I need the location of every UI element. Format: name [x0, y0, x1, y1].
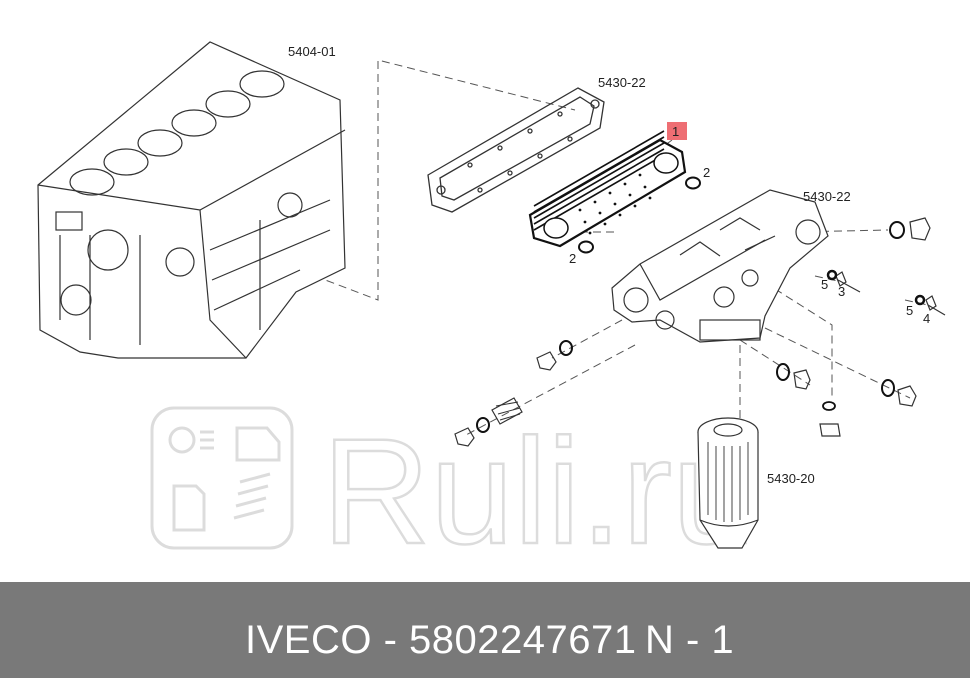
- seal-ring-c: [881, 379, 895, 397]
- oil-filter: [697, 417, 759, 549]
- item-5-label-b: 5: [906, 303, 913, 318]
- plug-a: [909, 217, 931, 241]
- plug-c: [897, 385, 917, 407]
- plug-f: [454, 427, 475, 447]
- footer-bar: IVECO - 5802247671 N - 1: [0, 582, 970, 678]
- exploded-parts-diagram: Ruli.ru: [37, 41, 946, 576]
- label-5430-22-top: 5430-22: [598, 75, 646, 90]
- quantity-text: N - 1: [645, 618, 735, 662]
- diagram-page: Ruli.ru: [0, 41, 970, 678]
- left-fittings: [454, 340, 573, 447]
- plug-e: [536, 351, 557, 371]
- label-5430-20: 5430-20: [767, 471, 815, 486]
- engine-block: [37, 41, 346, 359]
- part-number-text: IVECO - 5802247671: [245, 618, 637, 662]
- watermark: Ruli.ru: [150, 406, 757, 576]
- right-fittings: [776, 217, 946, 437]
- label-5430-22-right: 5430-22: [803, 189, 851, 204]
- oil-cooler: [528, 130, 687, 248]
- leader-lines: [277, 59, 929, 437]
- seal-ring-b: [776, 363, 790, 381]
- item-2-label-upper: 2: [703, 165, 710, 180]
- item-1-highlight: [667, 122, 687, 140]
- bolt-3: [835, 271, 861, 293]
- car-parts-icon: [168, 426, 281, 532]
- item-5-label-a: 5: [821, 277, 828, 292]
- seal-ring-e: [559, 340, 573, 356]
- item-2-label-lower: 2: [569, 251, 576, 266]
- washer-d: [822, 401, 836, 411]
- seal-ring-f: [476, 417, 490, 433]
- plug-b: [793, 369, 811, 390]
- watermark-logo-frame: [150, 406, 294, 550]
- label-5404-01: 5404-01: [288, 44, 336, 59]
- item-3-label: 3: [838, 284, 845, 299]
- watermark-text: Ruli.ru: [322, 407, 755, 575]
- strainer: [491, 397, 523, 425]
- item-1-label: 1: [672, 124, 679, 139]
- o-ring-upper: [685, 176, 701, 190]
- item-4-label: 4: [923, 311, 930, 326]
- drain-plug: [819, 423, 841, 437]
- o-ring-lower: [578, 240, 594, 254]
- cooler-gasket: [427, 87, 605, 213]
- seal-ring-a: [889, 221, 905, 239]
- filter-housing: [611, 189, 829, 343]
- bolt-4: [925, 295, 946, 316]
